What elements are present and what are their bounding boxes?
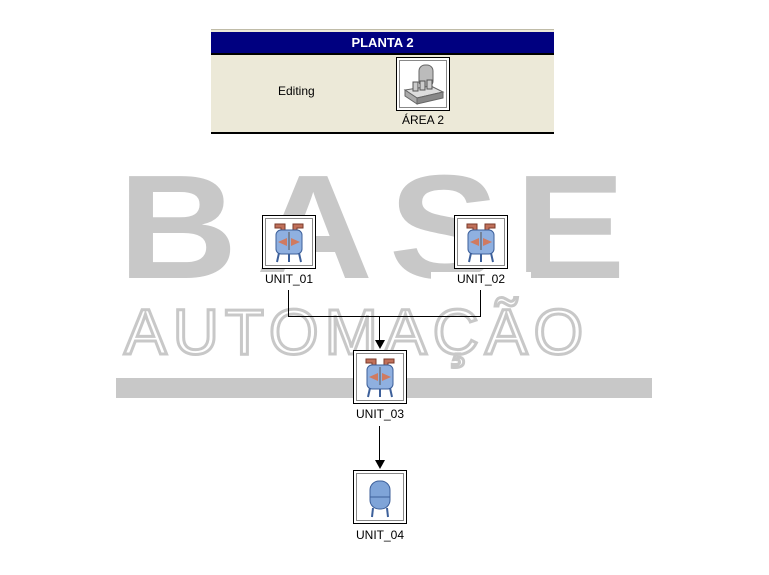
arrow-icon (375, 460, 385, 469)
reactor-icon (466, 223, 496, 263)
unit-03-label: UNIT_03 (330, 407, 430, 421)
panel-title: PLANTA 2 (211, 32, 554, 55)
unit-01-button[interactable] (262, 215, 316, 269)
plant-panel: PLANTA 2 Editing ÁREA 2 (211, 29, 554, 134)
connector-line (379, 316, 380, 341)
connector-line (480, 290, 481, 317)
unit-03-button[interactable] (353, 350, 407, 404)
area-label: ÁREA 2 (401, 113, 445, 127)
watermark-base: BASE (118, 145, 642, 310)
tank-icon (369, 480, 391, 518)
unit-02-button[interactable] (454, 215, 508, 269)
unit-01-label: UNIT_01 (239, 272, 339, 286)
unit-04-button[interactable] (353, 470, 407, 524)
arrow-icon (375, 340, 385, 349)
unit-02-label: UNIT_02 (431, 272, 531, 286)
plant-icon (403, 64, 445, 105)
connector-line (288, 316, 481, 317)
reactor-icon (365, 358, 395, 398)
connector-line (288, 290, 289, 317)
area-button[interactable] (396, 57, 450, 111)
unit-04-label: UNIT_04 (330, 528, 430, 542)
connector-line (379, 426, 380, 461)
status-text: Editing (278, 84, 315, 98)
reactor-icon (274, 223, 304, 263)
